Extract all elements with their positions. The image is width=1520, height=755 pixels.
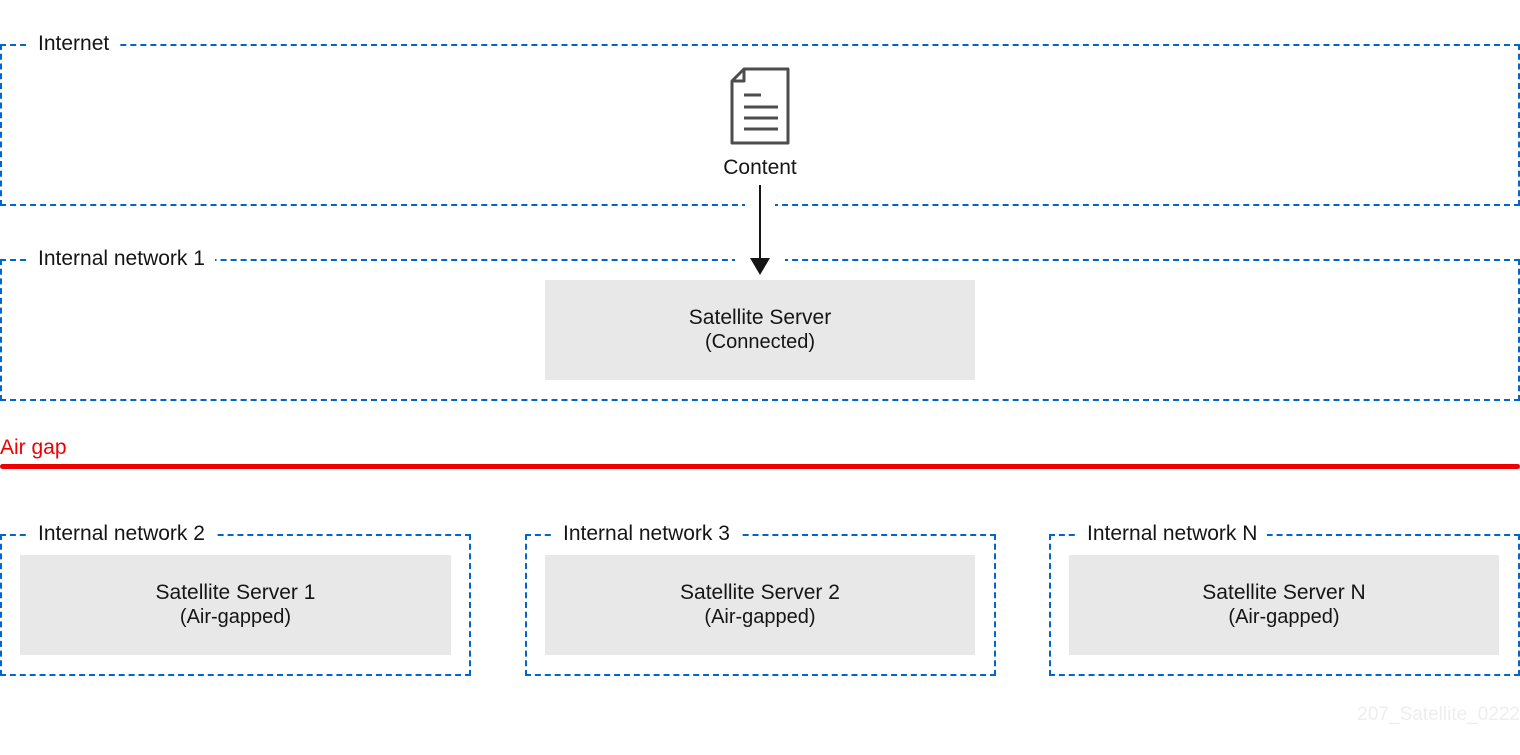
server-name: Satellite Server N [1202,581,1366,604]
satellite-server-connected: Satellite Server (Connected) [545,280,975,380]
content-label: Content [723,156,797,179]
server-status: (Air-gapped) [704,606,816,628]
server-name: Satellite Server 2 [680,581,840,604]
internal-network-3-zone: Internal network 3 [525,520,996,676]
figure-id-watermark: 207_Satellite_0222 [1357,704,1520,725]
internal-network-2-label: Internal network 2 [28,520,215,548]
satellite-server-1: Satellite Server 1 (Air-gapped) [20,555,451,655]
server-name: Satellite Server [688,306,832,329]
server-status: (Air-gapped) [1228,606,1340,628]
internal-network-2-zone: Internal network 2 [0,520,471,676]
server-status: (Connected) [704,331,816,353]
internal-network-n-label: Internal network N [1077,520,1268,548]
server-status: (Air-gapped) [179,606,292,628]
document-icon-svg [730,67,790,145]
internal-network-n-zone: Internal network N [1049,520,1520,676]
air-gap-line [0,464,1520,469]
document-icon [725,66,795,146]
satellite-server-n: Satellite Server N (Air-gapped) [1069,555,1499,655]
internet-zone-label: Internet [28,30,120,58]
satellite-server-2: Satellite Server 2 (Air-gapped) [545,555,975,655]
air-gap-label: Air gap [0,436,67,459]
internal-network-1-label: Internal network 1 [28,245,215,273]
internal-network-3-label: Internal network 3 [553,520,740,548]
server-name: Satellite Server 1 [155,581,316,604]
content-to-server-arrow-head [750,258,770,275]
